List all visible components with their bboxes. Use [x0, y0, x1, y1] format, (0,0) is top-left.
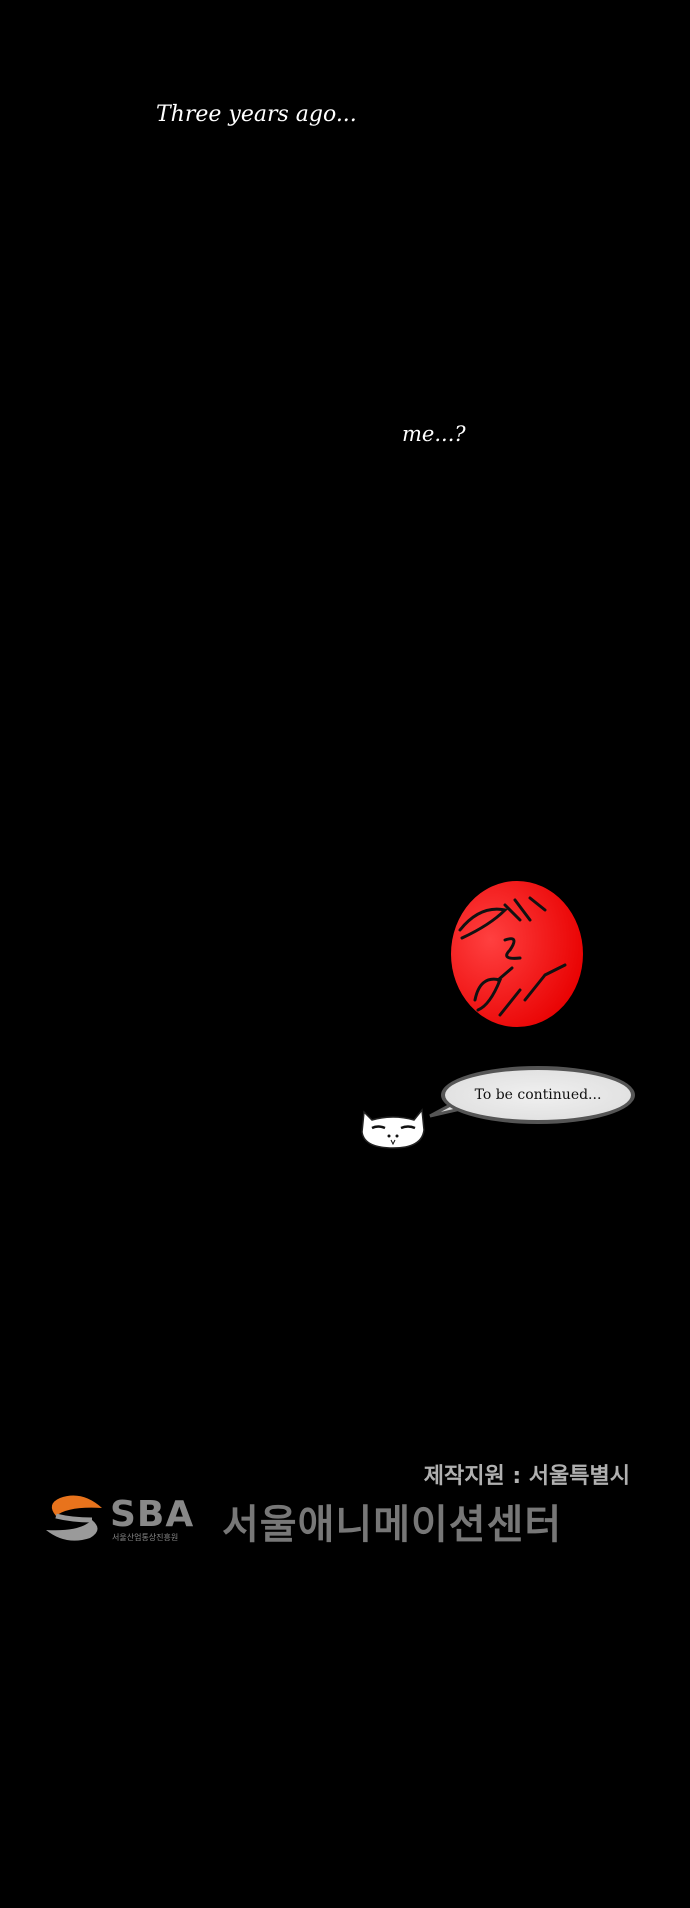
speech-bubble-text: To be continued...: [474, 1087, 602, 1103]
sba-logo-icon: [46, 1495, 102, 1541]
cat-face-icon: [361, 1108, 425, 1149]
animation-center-name: 서울애니메이션센터: [222, 1502, 563, 1548]
sba-label: SBA: [110, 1494, 195, 1535]
title-seal-logo: [451, 881, 583, 1027]
sba-subtitle: 서울산업통상진흥원: [112, 1533, 179, 1542]
caption-three-years-ago: Three years ago...: [156, 102, 357, 127]
speech-bubble: To be continued...: [441, 1066, 635, 1124]
production-support-text: 제작지원 : 서울특별시: [423, 1464, 630, 1489]
caption-me: me...?: [402, 422, 466, 446]
